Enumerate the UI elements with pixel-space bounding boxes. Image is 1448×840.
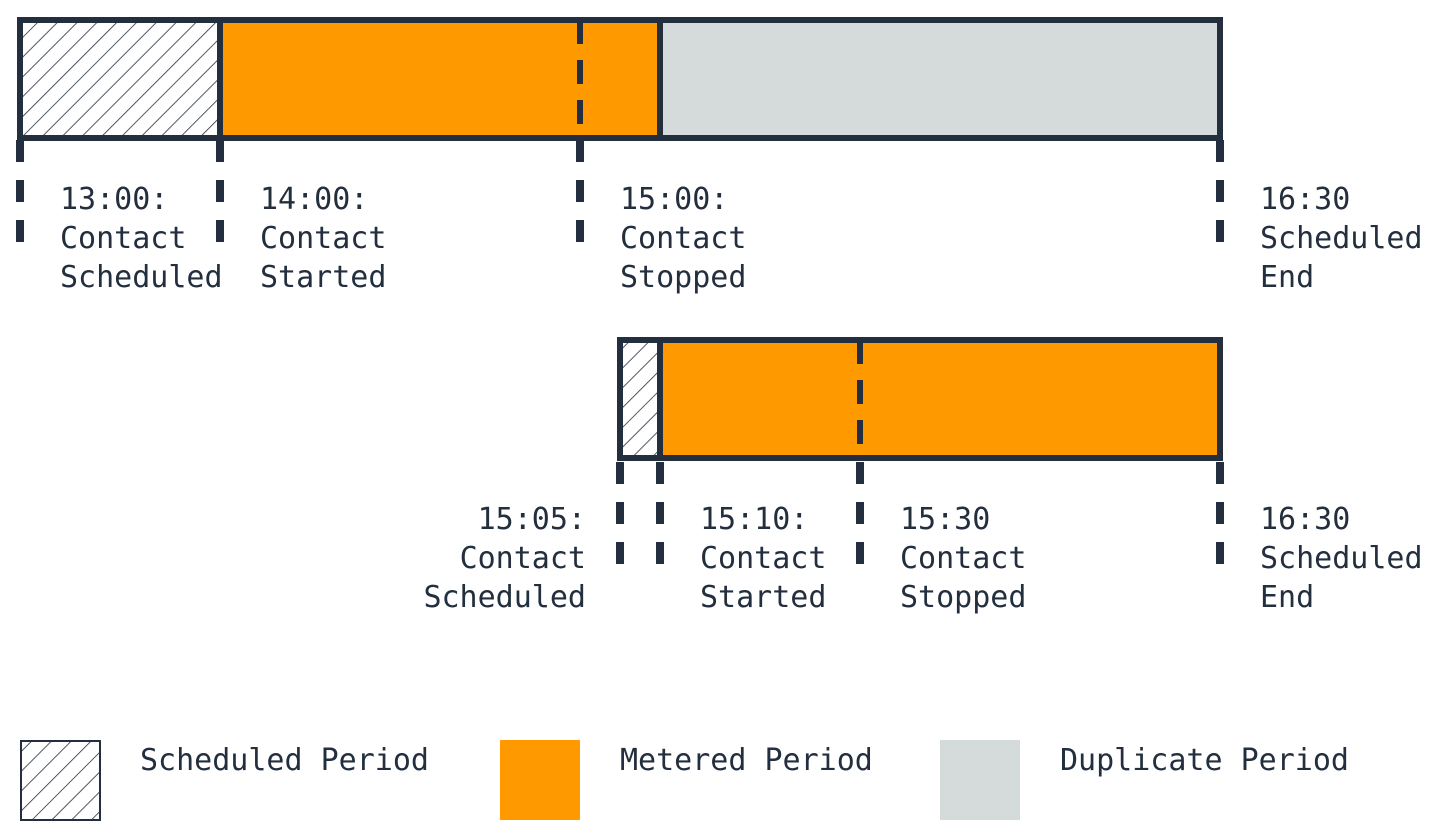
event-time: 15:05: xyxy=(477,502,586,537)
legend-swatch-metered xyxy=(500,740,580,820)
top-event-label-1300: 13:00: Contact Scheduled xyxy=(60,180,223,297)
event-time: 13:00: xyxy=(60,182,169,217)
bottom-event-label-1510: 15:10: Contact Started xyxy=(700,500,826,617)
event-line1: Scheduled xyxy=(1260,221,1423,256)
event-time: 16:30 xyxy=(1260,502,1351,537)
event-line2: Scheduled xyxy=(423,580,586,615)
legend-label-scheduled: Scheduled Period xyxy=(140,743,429,778)
bottom-bar-outline xyxy=(617,337,1223,461)
top-timeline xyxy=(16,17,1224,244)
event-time: 15:00: xyxy=(620,182,729,217)
legend-label-duplicate: Duplicate Period xyxy=(1060,743,1349,778)
event-time: 15:10: xyxy=(700,502,809,537)
event-line1: Contact xyxy=(700,541,827,576)
legend-swatch-scheduled xyxy=(20,740,101,821)
legend-swatch-duplicate xyxy=(940,740,1020,820)
event-time: 14:00: xyxy=(260,182,369,217)
event-line2: Stopped xyxy=(620,260,747,295)
legend-label-metered: Metered Period xyxy=(620,743,873,778)
event-line2: Started xyxy=(700,580,827,615)
event-line1: Contact xyxy=(620,221,747,256)
top-bar-outline xyxy=(17,17,1223,141)
bottom-event-label-1505: 15:05: Contact Scheduled xyxy=(423,500,586,617)
event-line2: End xyxy=(1260,580,1315,615)
top-event-label-1500: 15:00: Contact Stopped xyxy=(620,180,746,297)
top-event-label-1630: 16:30 Scheduled End xyxy=(1260,180,1423,297)
bottom-event-label-1530: 15:30 Contact Stopped xyxy=(900,500,1026,617)
event-line2: End xyxy=(1260,260,1315,295)
legend xyxy=(20,740,1020,821)
event-line1: Scheduled xyxy=(1260,541,1423,576)
event-line2: Stopped xyxy=(900,580,1027,615)
event-line1: Contact xyxy=(459,541,586,576)
event-line2: Started xyxy=(260,260,387,295)
top-event-label-1400: 14:00: Contact Started xyxy=(260,180,386,297)
bottom-timeline xyxy=(616,337,1224,564)
bottom-metered-segment xyxy=(660,340,1220,458)
top-duplicate-segment xyxy=(660,20,1220,138)
top-scheduled-segment xyxy=(20,20,220,138)
event-line1: Contact xyxy=(60,221,187,256)
event-line1: Contact xyxy=(900,541,1027,576)
event-line1: Contact xyxy=(260,221,387,256)
bottom-event-label-1630: 16:30 Scheduled End xyxy=(1260,500,1423,617)
top-metered-segment xyxy=(220,20,660,138)
event-time: 16:30 xyxy=(1260,182,1351,217)
event-line2: Scheduled xyxy=(60,260,223,295)
bottom-scheduled-segment xyxy=(620,340,660,458)
event-time: 15:30 xyxy=(900,502,991,537)
